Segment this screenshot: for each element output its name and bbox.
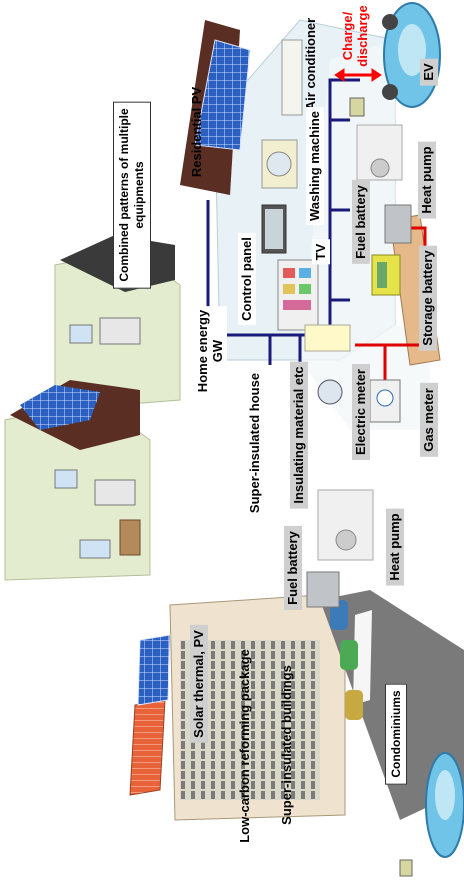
air-conditioner-icon [281, 39, 303, 116]
gas-meter-label: Gas meter [420, 383, 438, 457]
tv-label: TV [312, 239, 330, 265]
residential-pv-label: Residential PV [189, 86, 204, 178]
home-energy-gw-line2: GW [210, 339, 225, 363]
solar-panel-icon [180, 20, 251, 195]
washer-icon [261, 139, 298, 189]
condominiums-label: Condominiums [385, 683, 407, 785]
low-carbon-package-label: Low-carbon reforming package [237, 649, 252, 843]
heat-pump-icon [317, 489, 374, 561]
combined-patterns-line2: equipments [132, 161, 146, 229]
home-energy-gw-line1: Home energy [195, 309, 210, 393]
house-icon [4, 235, 181, 581]
ev-right-label: EV [420, 58, 438, 86]
heat-pump-right-label: Heat pump [418, 141, 436, 219]
washing-machine-label: Washing machine [306, 106, 324, 226]
super-insulated-house-label: Super-insulated house [247, 372, 262, 514]
storage-battery-label: Storage battery [419, 245, 437, 351]
heat-pump-icon [356, 124, 403, 181]
charge-discharge-label: Charge/ discharge [340, 5, 370, 66]
home-energy-gw-label: Home energy GW [193, 305, 227, 397]
combined-patterns-line1: Combined patterns of multiple [117, 108, 131, 282]
super-insulated-buildings-label: Super-insulated buildings [279, 665, 294, 825]
solar-thermal-pv-label: Solar thermal, PV [190, 625, 208, 743]
gas-meter-icon [369, 379, 401, 423]
charge-discharge-line2: discharge [355, 5, 370, 67]
fuel-cell-icon [384, 204, 412, 244]
battery-icon [371, 254, 401, 296]
charge-discharge-line1: Charge/ [340, 11, 355, 61]
air-conditioner-label: Air conditioner [303, 17, 318, 111]
heat-pump-left-label: Heat pump [386, 508, 404, 586]
control-panel-label: Control panel [238, 233, 256, 325]
insulating-material-label: Insulating material etc [290, 361, 308, 509]
fuel-cell-icon [306, 571, 340, 608]
control-panel-icon [277, 259, 319, 331]
electric-meter-label: Electric meter [352, 364, 370, 460]
tv-icon [261, 204, 287, 254]
combined-patterns-label: Combined patterns of multiple equipments [113, 101, 151, 289]
charge-discharge-arrow [334, 68, 382, 82]
electric-wiring [206, 78, 360, 365]
gateway-icon [304, 324, 351, 352]
meter-icon [317, 379, 343, 405]
car-icon [399, 752, 464, 877]
fuel-battery-right-label: Fuel battery [352, 180, 370, 264]
fuel-battery-left-label: Fuel battery [284, 526, 302, 610]
